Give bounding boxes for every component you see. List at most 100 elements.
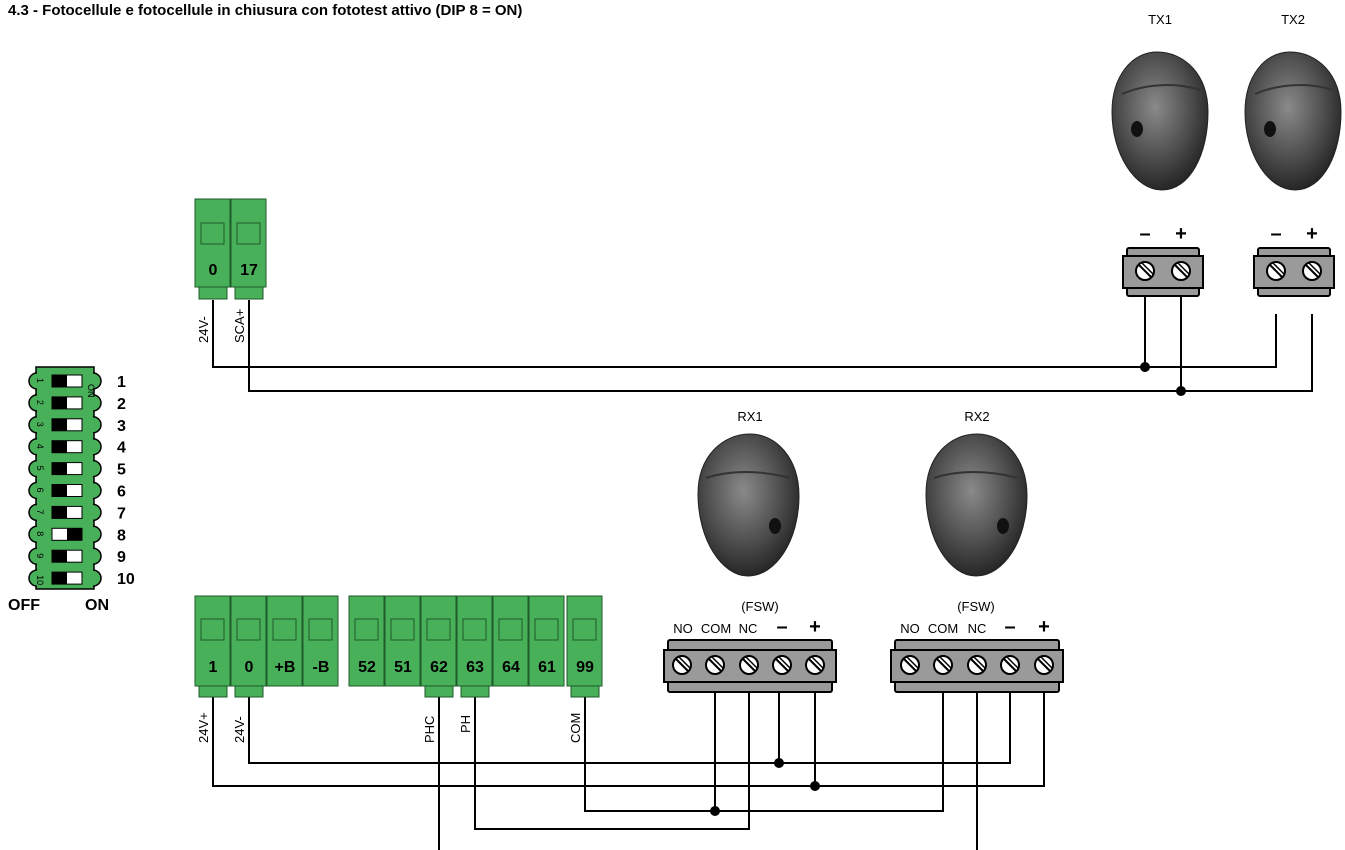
dip-small-number: 7 — [35, 509, 45, 514]
dip-scallop — [28, 459, 38, 478]
dip-switch-knob — [52, 572, 67, 585]
dip-number: 10 — [117, 571, 135, 588]
lower-wire-labels: 24V+ 24V- PHC PH COM — [196, 712, 583, 743]
rx1-com-label: COM — [701, 621, 731, 636]
terminal-number: 62 — [430, 659, 448, 676]
transmitter-tx1: TX1 – + — [1111, 12, 1209, 297]
receiver-rx1: RX1 (FSW) NO COM NC – + — [663, 409, 837, 693]
tx1-plus: + — [1175, 223, 1187, 245]
dip-scallop — [28, 481, 38, 500]
upper-terminal-block: 0 17 24V- SCA+ — [194, 198, 267, 343]
lower-terminal: 62 — [420, 595, 457, 698]
lower-terminal: 0 — [230, 595, 267, 698]
rx2-minus: – — [1004, 616, 1015, 638]
rx2-no-label: NO — [900, 621, 920, 636]
lower-terminal: 64 — [492, 595, 529, 687]
dip-switch-knob — [67, 528, 82, 541]
terminal-number: 17 — [240, 262, 258, 279]
dip-number: 6 — [117, 484, 126, 501]
tx1-label: TX1 — [1148, 12, 1172, 27]
dip-number: 7 — [117, 505, 126, 522]
dip-scallop — [28, 547, 38, 565]
terminal-number: 52 — [358, 659, 376, 676]
lower-terminal-block-group1: 1 0 +B -B — [194, 595, 339, 698]
rx2-label: RX2 — [964, 409, 989, 424]
dip-small-number: 9 — [35, 553, 45, 558]
dip-on-small-label: ON — [86, 384, 96, 398]
rx2-nc-label: NC — [968, 621, 987, 636]
lower-terminal: 63 — [456, 595, 493, 698]
dip-scallop — [28, 394, 38, 412]
dip-switch-knob — [52, 506, 67, 519]
dip-off-label: OFF — [8, 597, 40, 614]
dip-scallop — [92, 569, 102, 587]
lower-terminal-block-group2: 52 51 62 63 64 61 — [348, 595, 603, 698]
dip-number: 3 — [117, 418, 126, 435]
dip-scallop — [92, 525, 102, 544]
rx1-minus: – — [776, 616, 787, 638]
upper-terminal-17: 17 — [230, 198, 267, 300]
dip-switch-knob — [52, 418, 67, 431]
lower-terminal: +B — [266, 595, 303, 687]
terminal-number: 64 — [502, 659, 520, 676]
dip-switch-knob — [52, 396, 67, 409]
tx1-sensor-icon — [1111, 51, 1209, 191]
dip-scallop — [28, 525, 38, 544]
rx2-com-label: COM — [928, 621, 958, 636]
dip-number: 8 — [117, 527, 126, 544]
wire-label-phc: PHC — [422, 716, 437, 743]
lower-terminal: 52 — [348, 595, 385, 687]
rx2-plus: + — [1038, 616, 1050, 638]
wire-label-com: COM — [568, 713, 583, 743]
lower-terminal: 61 — [528, 595, 565, 687]
dip-scallop — [92, 503, 102, 522]
rx1-nc-label: NC — [739, 621, 758, 636]
wire-label-24v-minus: 24V- — [196, 316, 211, 343]
dip-switch-knob — [52, 375, 67, 387]
dip-number: 2 — [117, 396, 126, 413]
terminal-number: -B — [313, 659, 330, 676]
terminal-number: 61 — [538, 659, 556, 676]
dip-scallop — [92, 481, 102, 500]
dip-scallop — [28, 416, 38, 434]
dip-scallop — [92, 394, 102, 412]
rx1-sensor-icon — [697, 433, 800, 577]
terminal-number: +B — [275, 659, 296, 676]
dip-small-number: 6 — [35, 488, 45, 493]
dip-small-number: 5 — [35, 466, 45, 471]
dip-scallop — [28, 569, 38, 587]
terminal-number: 0 — [245, 659, 254, 676]
dip-switch-knob — [52, 550, 67, 563]
lower-terminal: 51 — [384, 595, 421, 687]
terminal-number: 0 — [209, 262, 218, 279]
receiver-rx2: RX2 (FSW) NO COM NC – + — [890, 409, 1064, 693]
rx1-plus: + — [809, 616, 821, 638]
dip-scallop — [28, 372, 38, 390]
dip-small-number: 2 — [35, 400, 45, 405]
wire-label-24v-minus: 24V- — [232, 716, 247, 743]
tx2-minus: – — [1270, 223, 1281, 245]
dip-switch-knob — [52, 440, 67, 453]
wire-label-24v-plus: 24V+ — [196, 712, 211, 743]
dip-number: 9 — [117, 549, 126, 566]
rx1-no-label: NO — [673, 621, 693, 636]
wire-label-ph: PH — [458, 715, 473, 733]
dip-scallop — [92, 547, 102, 565]
tx1-minus: – — [1139, 223, 1150, 245]
dip-on-label: ON — [85, 597, 109, 614]
dip-small-number: 4 — [35, 444, 45, 449]
dip-number: 5 — [117, 462, 126, 479]
tx2-plus: + — [1306, 223, 1318, 245]
dip-small-number: 3 — [35, 422, 45, 427]
dip-switch-knob — [52, 462, 67, 475]
dip-scallop — [92, 372, 102, 390]
dip-scallop — [92, 416, 102, 434]
terminal-number: 51 — [394, 659, 412, 676]
tx2-label: TX2 — [1281, 12, 1305, 27]
dip-small-number: 1 — [35, 378, 45, 383]
dip-scallop — [92, 437, 102, 456]
terminal-number: 1 — [209, 659, 218, 676]
